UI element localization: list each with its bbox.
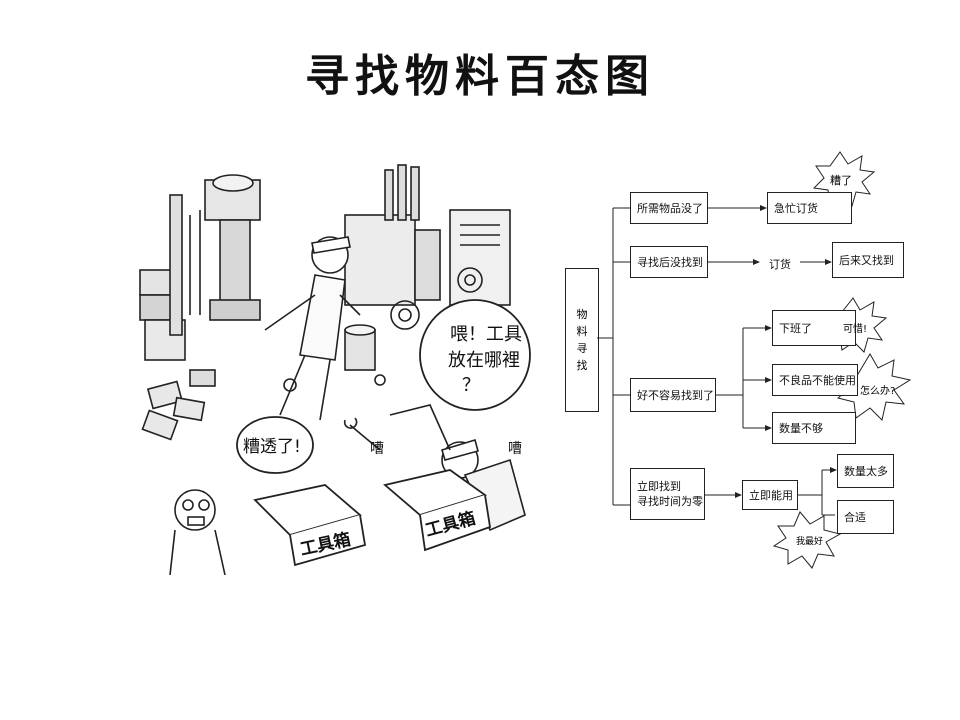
page-title: 寻找物料百态图 (305, 51, 655, 102)
root-box: 物 料 寻 找 (565, 268, 599, 412)
box-not-found: 寻找后没找到 (630, 246, 708, 278)
bubble-right-line1: 喂！工具 (450, 324, 522, 345)
box-defective: 不良品不能使用 (772, 364, 858, 396)
sound-text-1: 嘈 (370, 441, 384, 457)
flowchart: 物 料 寻 找 所需物品没了 急忙订货 糟了 寻找后没找到 订货 后来又找到 好… (560, 150, 930, 580)
box-off-work: 下班了 (772, 310, 856, 346)
box-finally-found: 好不容易找到了 (630, 378, 716, 412)
bubble-right-line3: ？ (462, 375, 480, 396)
box-item-missing: 所需物品没了 (630, 192, 708, 224)
box-use-immediately: 立即能用 (742, 480, 798, 510)
root-char: 物 (576, 308, 588, 321)
root-char: 寻 (576, 342, 588, 355)
box-rush-order: 急忙订货 (767, 192, 852, 224)
box-insufficient: 数量不够 (772, 412, 856, 444)
box-too-many: 数量太多 (837, 454, 894, 488)
cartoon-illustration: 喂！工具 放在哪裡 ？ 糟透了! 嘈 嘈 工具箱 工具箱 (139, 164, 531, 575)
star-text-2: 可惜! (843, 324, 868, 335)
starburst-4 (772, 511, 842, 569)
star-text-1: 糟了 (830, 174, 852, 187)
box-found-immediately: 立即找到 寻找时间为零 (630, 468, 705, 520)
root-char: 料 (576, 325, 588, 338)
sound-text-2: 嘈 (508, 441, 522, 457)
box-order: 订货 (760, 250, 800, 278)
box-suitable: 合适 (837, 500, 894, 534)
box-found-immediately-line1: 立即找到 (637, 480, 681, 493)
bubble-right-line2: 放在哪裡 (448, 350, 520, 371)
star-text-3: 怎么办? (860, 386, 896, 397)
star-text-4: 我最好 (796, 537, 824, 547)
root-char: 找 (576, 359, 588, 372)
box-found-immediately-line2: 寻找时间为零 (637, 495, 703, 508)
bubble-left-text: 糟透了! (243, 437, 301, 457)
box-found-later: 后来又找到 (832, 242, 904, 278)
